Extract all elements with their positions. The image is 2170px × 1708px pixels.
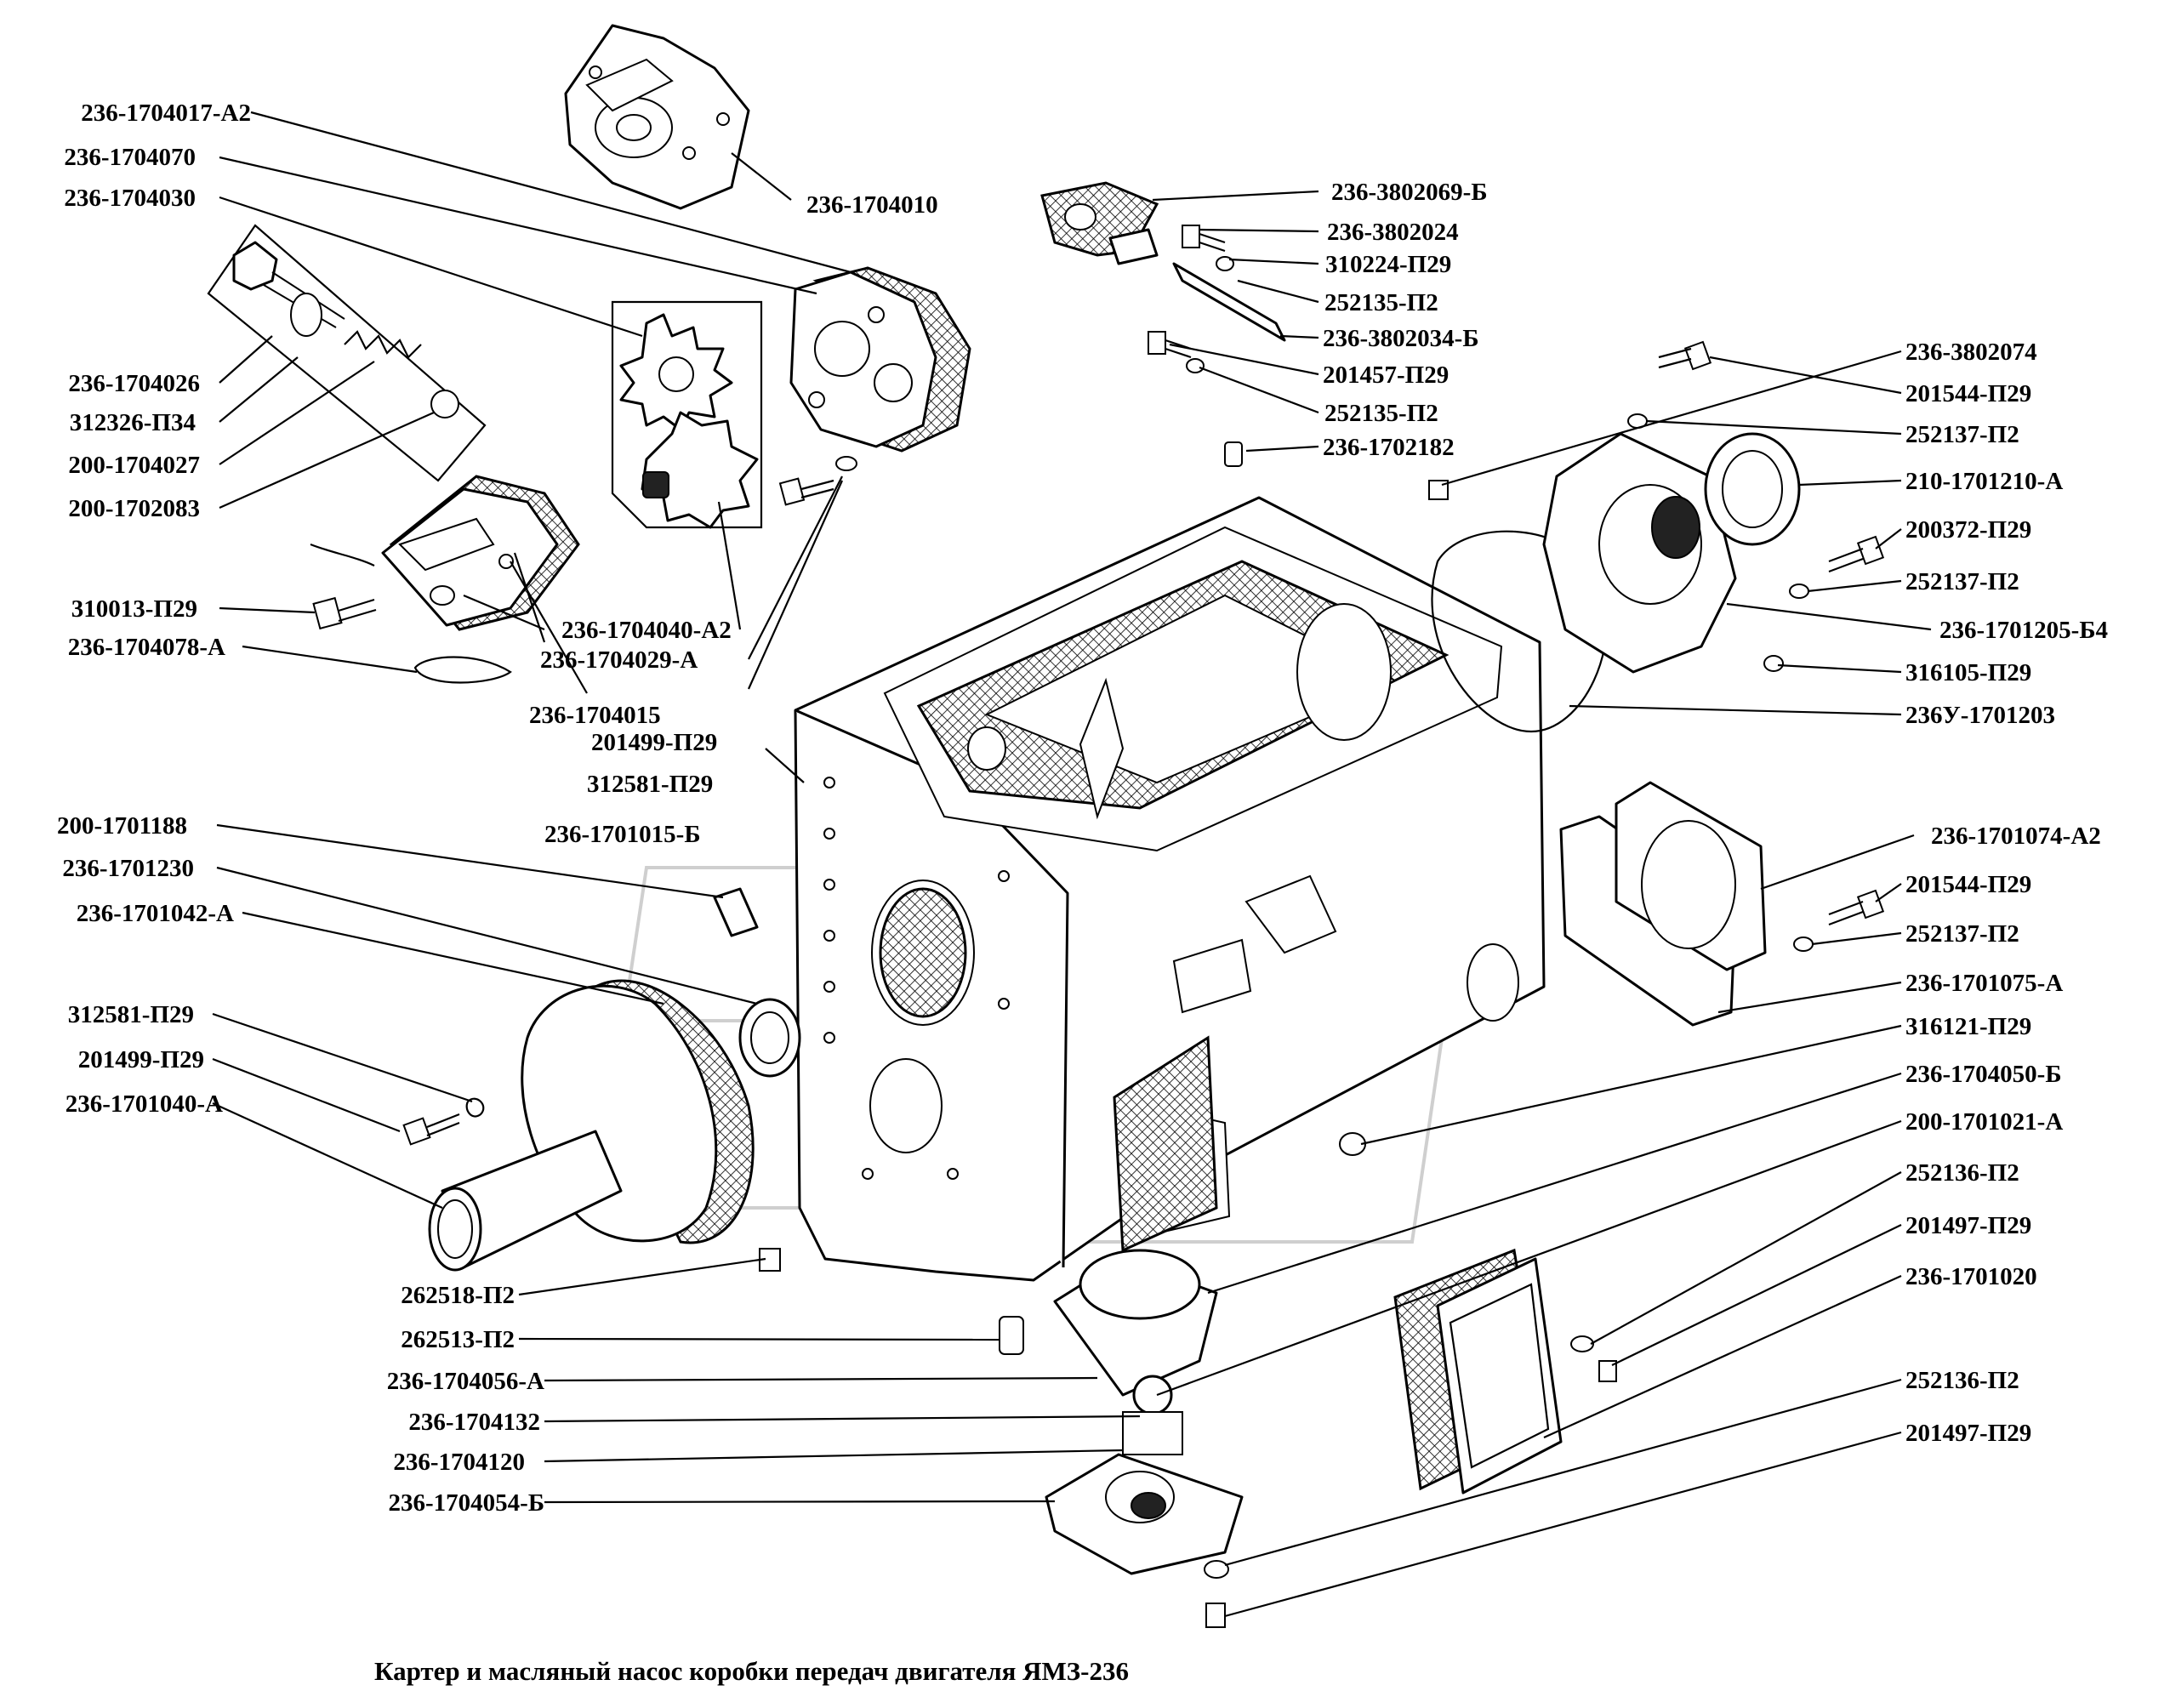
label-236U-1701203: 236У-1701203 xyxy=(1905,702,2055,729)
label-312326-P34: 312326-П34 xyxy=(70,409,196,436)
label-236-1704015: 236-1704015 xyxy=(529,702,661,729)
label-262513-P2: 262513-П2 xyxy=(401,1326,515,1353)
bottom-cover-drawing xyxy=(1393,1248,1617,1494)
label-316105-P29: 316105-П29 xyxy=(1905,659,2031,686)
label-236-1704070: 236-1704070 xyxy=(64,144,196,171)
diagram-caption: Картер и масляный насос коробки передач … xyxy=(374,1656,1129,1686)
label-236-1701015-B: 236-1701015-Б xyxy=(544,821,701,848)
label-200-1701188: 200-1701188 xyxy=(57,812,187,840)
label-236-1704017-A2: 236-1704017-А2 xyxy=(81,100,251,127)
label-252137-P2-low: 252137-П2 xyxy=(1905,920,2019,948)
label-236-1701074-A2: 236-1701074-А2 xyxy=(1931,823,2101,850)
label-310013-P29: 310013-П29 xyxy=(71,595,197,623)
label-236-1704054-B: 236-1704054-Б xyxy=(389,1489,545,1517)
label-236-1704040-A2: 236-1704040-А2 xyxy=(561,617,732,644)
label-200372-P29: 200372-П29 xyxy=(1905,516,2031,544)
label-236-1701075-A: 236-1701075-А xyxy=(1905,970,2063,997)
leader-lines xyxy=(212,111,1932,1618)
label-236-1704010: 236-1704010 xyxy=(806,191,938,219)
label-236-1704078-A: 236-1704078-А xyxy=(68,634,225,661)
label-236-1701040-A: 236-1701040-А xyxy=(65,1090,223,1118)
label-252137-P2-top: 252137-П2 xyxy=(1905,421,2019,448)
pto-cover-drawing xyxy=(1559,781,1767,1027)
label-210-1701210-A: 210-1701210-А xyxy=(1905,468,2063,495)
label-236-1701042-A: 236-1701042-А xyxy=(77,900,234,927)
label-252137-P2-mid: 252137-П2 xyxy=(1905,568,2019,595)
label-236-1704120: 236-1704120 xyxy=(393,1449,525,1476)
label-201499-P29-top: 201499-П29 xyxy=(591,729,717,756)
label-201544-P29-mid: 201544-П29 xyxy=(1905,871,2031,898)
small-bolts-pump-drawing xyxy=(778,456,857,506)
label-201497-P29-top: 201497-П29 xyxy=(1905,1212,2031,1239)
label-201457-P29: 201457-П29 xyxy=(1323,362,1449,389)
label-236-1704056-A: 236-1704056-А xyxy=(387,1368,544,1395)
label-236-1704030: 236-1704030 xyxy=(64,185,196,212)
label-310224-P29: 310224-П29 xyxy=(1325,251,1451,278)
right-bolts-drawing xyxy=(1339,340,1885,1156)
label-312581-P29-top: 312581-П29 xyxy=(587,771,713,798)
label-236-1704050-B: 236-1704050-Б xyxy=(1905,1061,2062,1088)
label-236-1701205-B4: 236-1701205-Б4 xyxy=(1939,617,2108,644)
label-236-1704026: 236-1704026 xyxy=(68,370,200,397)
label-236-1704132: 236-1704132 xyxy=(408,1409,540,1436)
label-200-1701021-A: 200-1701021-А xyxy=(1905,1108,2063,1136)
label-200-1702083: 200-1702083 xyxy=(68,495,200,522)
valve-group-drawing xyxy=(207,224,487,566)
pump-cover-top-drawing xyxy=(564,24,750,210)
label-252135-P2-top: 252135-П2 xyxy=(1324,289,1438,316)
label-200-1704027: 200-1704027 xyxy=(68,452,200,479)
rear-bearing-cap-drawing xyxy=(1431,432,1801,733)
label-236-3802074: 236-3802074 xyxy=(1905,339,2037,366)
speedometer-drive-drawing xyxy=(1040,181,1449,500)
part-labels: 236-1704017-А2 236-1704070 236-1704030 2… xyxy=(57,100,2108,1517)
label-236-1701020: 236-1701020 xyxy=(1905,1263,2037,1290)
label-236-3802034-B: 236-3802034-Б xyxy=(1323,325,1479,352)
label-252135-P2-mid: 252135-П2 xyxy=(1324,400,1438,427)
label-236-3802024: 236-3802024 xyxy=(1327,219,1459,246)
label-236-1701230: 236-1701230 xyxy=(62,855,194,882)
oil-filter-drawing xyxy=(1045,1249,1244,1628)
label-236-3802069-B: 236-3802069-Б xyxy=(1331,179,1488,206)
label-201544-P29-top: 201544-П29 xyxy=(1905,380,2031,407)
label-201499-P29-left: 201499-П29 xyxy=(78,1046,204,1073)
label-262518-P2: 262518-П2 xyxy=(401,1282,515,1309)
label-252136-P2-low: 252136-П2 xyxy=(1905,1367,2019,1394)
front-bearing-cap-drawing xyxy=(428,887,801,1272)
label-316121-P29: 316121-П29 xyxy=(1905,1013,2031,1040)
pump-gears-drawing xyxy=(611,300,763,529)
pump-body-drawing xyxy=(789,266,971,453)
main-housing-drawing xyxy=(794,496,1546,1282)
label-312581-P29-left: 312581-П29 xyxy=(68,1001,194,1028)
label-236-1702182: 236-1702182 xyxy=(1323,434,1455,461)
bolt-310013-drawing xyxy=(312,596,512,684)
pump-lower-cover-drawing xyxy=(381,475,580,631)
label-252136-P2-top: 252136-П2 xyxy=(1905,1159,2019,1187)
label-236-1704029-A: 236-1704029-А xyxy=(540,646,698,674)
label-201497-P29-low: 201497-П29 xyxy=(1905,1420,2031,1447)
